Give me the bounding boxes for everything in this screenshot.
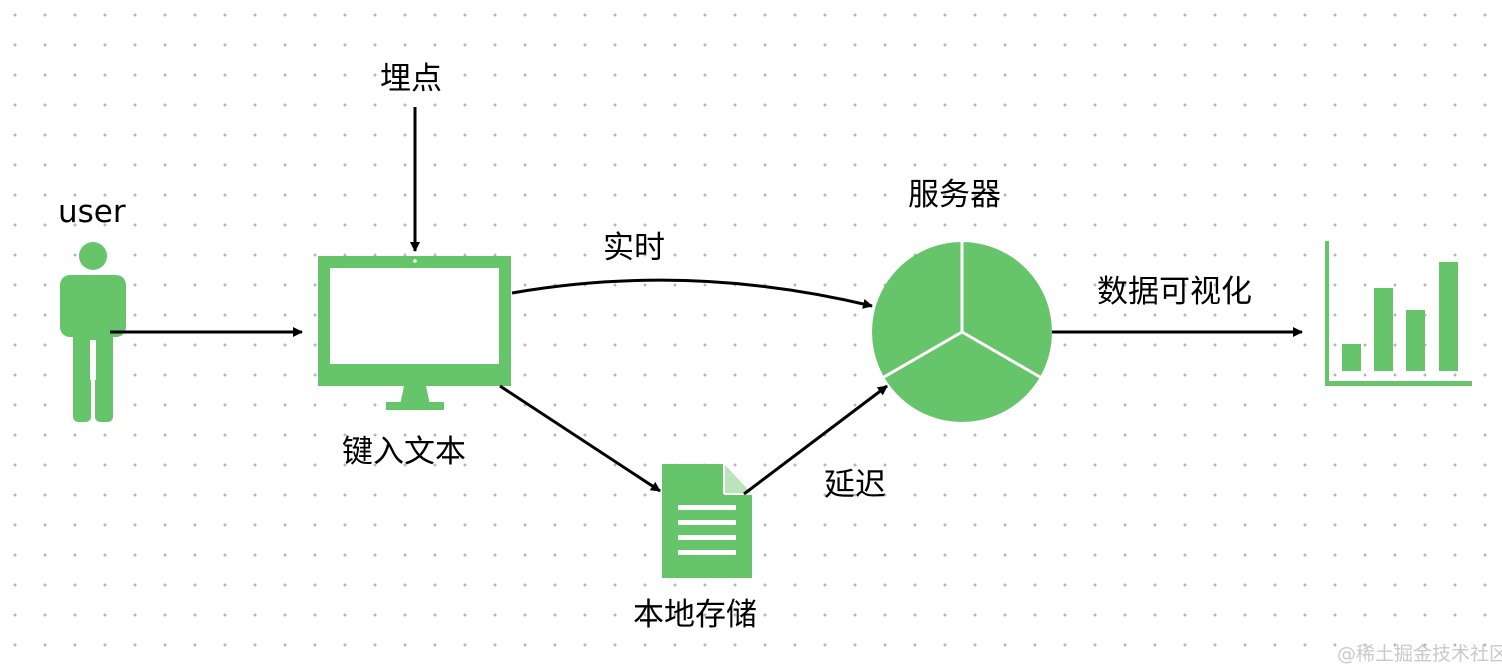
bar-chart-icon [1325, 241, 1472, 386]
label-visualization: 数据可视化 [1097, 274, 1252, 310]
person-icon [60, 242, 126, 422]
label-realtime: 实时 [603, 230, 665, 266]
label-tracking: 埋点 [380, 61, 442, 97]
watermark: @稀土掘金技术社区 [1337, 643, 1502, 665]
document-icon [662, 464, 752, 578]
label-user: user [58, 194, 126, 230]
label-input-text: 键入文本 [342, 434, 466, 470]
arrow-delayed [743, 384, 888, 496]
label-delayed: 延迟 [824, 467, 886, 503]
monitor-icon [318, 256, 511, 410]
label-local-storage: 本地存储 [633, 597, 757, 633]
label-server: 服务器 [908, 177, 1001, 213]
arrow-input-to-storage [499, 384, 661, 493]
pie-chart-icon [872, 242, 1052, 422]
arrow-realtime [511, 278, 873, 309]
